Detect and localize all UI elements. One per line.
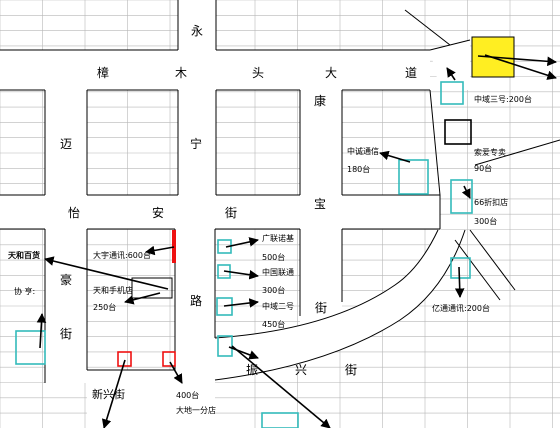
label-zhongcheng2: 中域二号 [262, 301, 294, 311]
label-yitong: 亿通通讯:200台 [432, 303, 490, 313]
label-dadi: 大地一分店 [176, 405, 216, 415]
road-ning [178, 90, 216, 200]
label-dadi-count: 400台 [176, 390, 199, 400]
road-label-bao: 宝 [314, 197, 326, 211]
road-label-zhen: 振 [246, 363, 258, 377]
road-label-xing: 兴 [295, 363, 307, 377]
road-surfaces [0, 0, 470, 428]
marker-yitong[interactable] [450, 257, 471, 279]
marker-zhongcheng2[interactable] [216, 297, 233, 316]
label-zhongcheng-tongxin: 中诚通信 [347, 146, 379, 156]
road-lu [175, 228, 215, 428]
label-sixsix-count: 300台 [474, 216, 497, 226]
road-label-zhang: 樟 [97, 65, 109, 80]
road-label-yi: 怡 [68, 206, 80, 220]
marker-suoai[interactable] [444, 119, 472, 145]
road-zhenxing [215, 230, 465, 380]
marker-bottom[interactable] [261, 412, 299, 428]
road-label-da: 大 [325, 66, 337, 80]
road-labels: 永 樟 木 头 大 道 迈 宁 康 宝 街 怡 安 街 豪 街 路 振 兴 街 … [60, 24, 417, 401]
road-label-lu: 路 [190, 293, 202, 308]
road-label-ning: 宁 [190, 136, 202, 151]
shop-labels: 中域三号:200台 索爱专卖 90台 66折扣店 300台 中诚通信 180台 … [8, 94, 532, 415]
road-label-yong: 永 [191, 24, 203, 38]
label-tianhe-count: 250台 [93, 302, 116, 312]
road-yian [0, 195, 440, 229]
road-zhangmutou [0, 50, 430, 90]
road-label-mu: 木 [175, 66, 187, 80]
label-guanglian: 广联诺基 [262, 233, 294, 243]
road-label-dao: 道 [405, 66, 417, 80]
road-label-yijie: 街 [225, 206, 237, 220]
road-kangbao [300, 90, 342, 345]
marker-zhongcheng-tongxin[interactable] [398, 159, 429, 195]
label-zhongguo-liantong: 中国联通 [262, 267, 294, 277]
road-yong [178, 0, 216, 50]
label-zhongcheng2-count: 450台 [262, 319, 285, 329]
road-label-tou: 头 [252, 66, 264, 80]
label-sixsix: 66折扣店 [474, 197, 508, 207]
marker-zhongcheng3[interactable] [440, 81, 464, 105]
road-xinxing [87, 370, 175, 428]
arrows [36, 54, 557, 428]
label-tianhe-shouji: 天和手机店 [93, 285, 133, 295]
label-suoai: 索爱专卖 [474, 147, 506, 157]
road-label-kang: 康 [314, 93, 326, 108]
label-guanglian-count: 500台 [262, 252, 285, 262]
road-mai [45, 90, 87, 200]
road-haojie [45, 228, 87, 383]
road-label-hao: 豪 [60, 272, 72, 287]
road-label-kangjie: 街 [315, 301, 327, 315]
label-xieheng: 协 亨: [14, 286, 35, 296]
marker-xieheng[interactable] [15, 330, 46, 365]
marker-sixsix[interactable] [450, 179, 473, 214]
road-label-an: 安 [152, 205, 164, 220]
road-diagonal [430, 40, 470, 90]
label-dayu: 大宇通讯:600台 [93, 250, 151, 260]
label-zhongguo-liantong-count: 300台 [262, 285, 285, 295]
label-zhongcheng3: 中域三号:200台 [474, 94, 532, 104]
marker-dadi-2[interactable] [162, 351, 176, 367]
label-suoai-count: 90台 [474, 163, 492, 173]
label-tianhe-baihuo: 天和百货 [8, 250, 40, 260]
marker-dadi-1[interactable] [117, 351, 132, 367]
road-label-mai: 迈 [60, 137, 72, 151]
road-label-haojie: 街 [60, 327, 72, 341]
label-zhongcheng-tongxin-count: 180台 [347, 164, 370, 174]
marker-dayu-bar [172, 230, 176, 263]
road-label-xinxing: 新兴街 [92, 387, 125, 401]
road-label-zhenjie: 街 [345, 363, 357, 377]
marker-tianhe-shouji [131, 277, 173, 299]
